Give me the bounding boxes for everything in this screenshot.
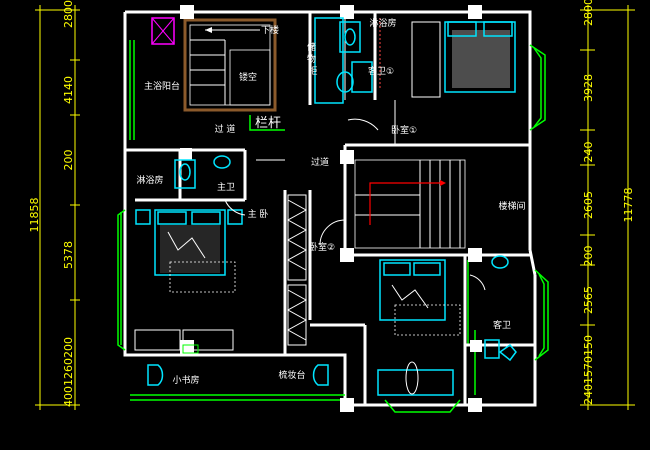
dim-left-2: 4140 [62,76,75,104]
label-master-balcony: 主浴阳台 [144,80,180,92]
label-bedroom-2: 卧室② [309,241,335,253]
label-master-bath: 主卫 [217,181,235,193]
dim-left-total: 11858 [28,198,41,233]
dim-right-7: 2401570150 [582,335,595,405]
interior-walls [125,12,535,405]
label-shower-left: 淋浴房 [136,174,163,186]
label-bedroom-1: 卧室① [391,124,417,136]
label-corridor-mid: 过道 [311,156,329,168]
dim-right-3: 240 [582,142,595,163]
label-storage-2: 物 [307,53,316,65]
label-void: 镂空 [239,71,257,83]
right-dimension-lines [580,5,635,410]
label-corridor-top: 过 道 [215,123,236,135]
top-left-shower-fixture [151,17,175,45]
label-down-stairs: 下楼 [261,24,279,36]
dim-right-5: 200 [582,246,595,267]
label-master-bedroom: 主 卧 [248,208,269,220]
label-stairwell: 楼梯间 [498,200,525,212]
top-bath-fixtures [314,17,381,104]
label-storage-1: 储 [307,41,316,53]
dim-left-5: 4001260200 [62,337,75,407]
label-railing: 栏杆 [255,116,281,131]
label-study: 小书房 [172,374,199,386]
left-dimension-lines [35,5,80,410]
dim-right-total: 11778 [622,188,635,223]
label-guest-bath: 客卫 [493,319,511,331]
bedroom-1-bed [411,21,516,98]
dim-left-3: 200 [62,150,75,171]
bedroom-2-bed [379,259,461,336]
exterior-walls [123,10,537,407]
balcony-stairs [183,18,277,112]
label-storage-3: 柜 [308,65,317,77]
dim-right-6: 2565 [582,286,595,314]
label-guest-bath-1: 客卫① [368,65,394,77]
guest-bath-fixtures [484,255,517,362]
left-shower-fixtures [174,155,231,189]
dim-left-4: 5378 [62,241,75,269]
dim-right-4: 2605 [582,191,595,219]
label-storage: 储 物 柜 [307,41,319,77]
master-bed [135,209,243,293]
railing-line [249,115,285,131]
dim-right-2: 3928 [582,74,595,102]
dim-right-1: 2800 [582,0,595,26]
dim-left-1: 2800 [62,0,75,28]
study-furniture [134,329,329,386]
stairwell [354,159,466,249]
wardrobes [286,194,308,346]
label-vanity: 梳妆台 [278,369,305,381]
door-swings [224,118,486,291]
windows [117,40,549,413]
sofa [377,361,454,396]
label-shower-top: 淋浴房 [369,17,396,29]
